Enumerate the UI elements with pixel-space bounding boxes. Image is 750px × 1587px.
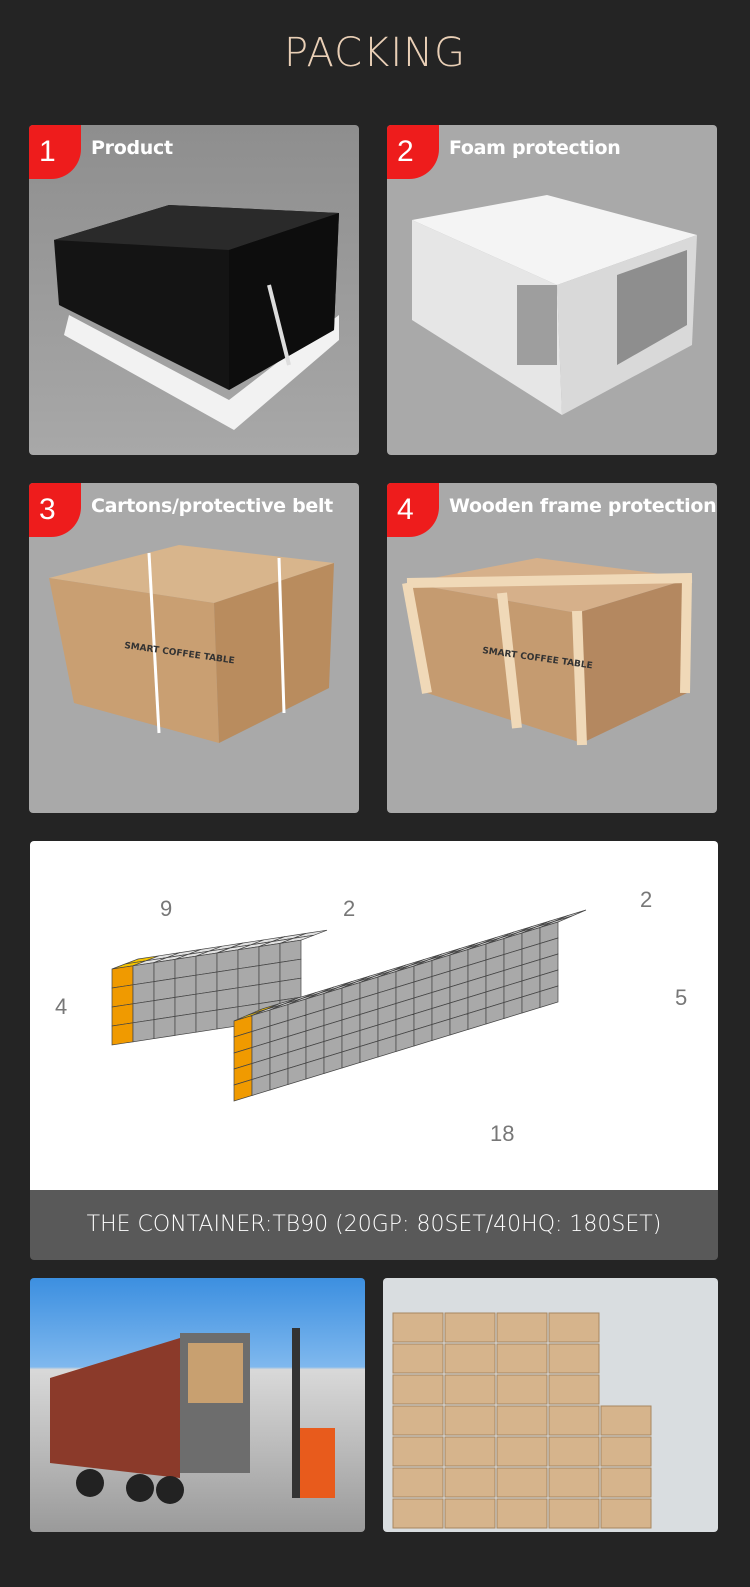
foam-wrapped-table-image [412,195,697,415]
container-caption: THE CONTAINER:TB90 (20GP: 80SET/40HQ: 18… [30,1190,718,1260]
carton [600,1498,652,1529]
carton [548,1405,600,1436]
container-box-side [111,984,134,1008]
carton [444,1343,496,1374]
container-box-side [111,1022,134,1046]
carton [600,1405,652,1436]
step-foam-panel: 2 Foam protection [387,125,717,455]
step-product-panel: 1 Product [29,125,359,455]
container-box-side [279,958,302,982]
step-label: Wooden frame protection [449,495,717,517]
step-wooden-frame-panel: SMART COFFEE TABLE 4 Wooden frame protec… [387,483,717,813]
large-width-label: 2 [640,887,653,912]
page-title: PACKING [283,30,467,76]
carton [392,1405,444,1436]
container-box-side [195,952,218,976]
carton [496,1374,548,1405]
stacked-cartons-illustration [392,1312,652,1529]
carton [496,1436,548,1467]
carton [444,1467,496,1498]
carton [496,1343,548,1374]
container-box-side [153,977,176,1002]
step-label: Product [91,137,173,159]
carton [600,1436,652,1467]
container-box-side [195,990,218,1014]
container-box-side [132,1000,155,1024]
carton [444,1405,496,1436]
carton [392,1436,444,1467]
truck-illustration [50,1328,335,1504]
carton [548,1467,600,1498]
carton [444,1436,496,1467]
carton [392,1498,444,1529]
step-carton-panel: SMART COFFEE TABLE 3 Cartons/protective … [29,483,359,813]
step-number-badge: 2 [387,125,439,179]
container-box-side [216,987,239,1011]
small-length-label: 9 [160,896,173,921]
carton [392,1374,444,1405]
container-box-side [195,1009,218,1033]
carton [496,1405,548,1436]
carton [548,1343,600,1374]
step-number-badge: 1 [29,125,81,179]
coffee-table-image [54,205,339,430]
container-box-side [216,949,239,973]
container-loading-diagram: 9 2 4 2 5 18 [30,841,718,1190]
carton [496,1312,548,1343]
container-box-side [153,996,176,1021]
container-box-side [111,965,134,989]
carton [496,1498,548,1529]
carton [496,1467,548,1498]
carton [444,1312,496,1343]
container-box-side [174,993,197,1017]
container-box-side [237,946,260,970]
container-box-side [279,977,302,1001]
carton [444,1498,496,1529]
carton-box-image: SMART COFFEE TABLE [49,545,334,743]
container-box-side [132,981,155,1005]
container-box-side [174,1012,197,1036]
step-number-badge: 4 [387,483,439,537]
step-label: Cartons/protective belt [91,495,333,517]
carton [392,1343,444,1374]
container-grid-svg [111,909,587,1102]
container-box-side [216,968,239,992]
container-box-side [279,939,302,963]
container-box-side [111,1003,134,1027]
container-box-side [237,965,260,989]
container-truck-photo [30,1278,365,1532]
container-box-side [258,942,281,967]
container-box-side [237,984,260,1008]
large-height-label: 5 [675,985,688,1010]
container-box-side [258,961,281,986]
container-box-side [174,955,197,979]
container-box-side [195,971,218,995]
carton [548,1436,600,1467]
large-length-label: 18 [490,1121,515,1146]
warehouse-cartons-photo [383,1278,718,1532]
carton [548,1498,600,1529]
container-box-side [258,980,281,1005]
carton [600,1467,652,1498]
carton [444,1374,496,1405]
container-box-side [539,985,559,1008]
carton [548,1374,600,1405]
container-box-side [153,958,176,983]
container-box-side [153,1015,176,1040]
small-height-label: 4 [55,994,68,1019]
container-box-side [174,974,197,998]
step-label: Foam protection [449,137,621,159]
wooden-crate-image: SMART COFFEE TABLE [402,558,693,746]
container-box-side [132,1019,155,1043]
carton [548,1312,600,1343]
small-width-label: 2 [343,896,356,921]
carton [392,1312,444,1343]
step-number-badge: 3 [29,483,81,537]
carton [392,1467,444,1498]
container-box-side [132,962,155,986]
